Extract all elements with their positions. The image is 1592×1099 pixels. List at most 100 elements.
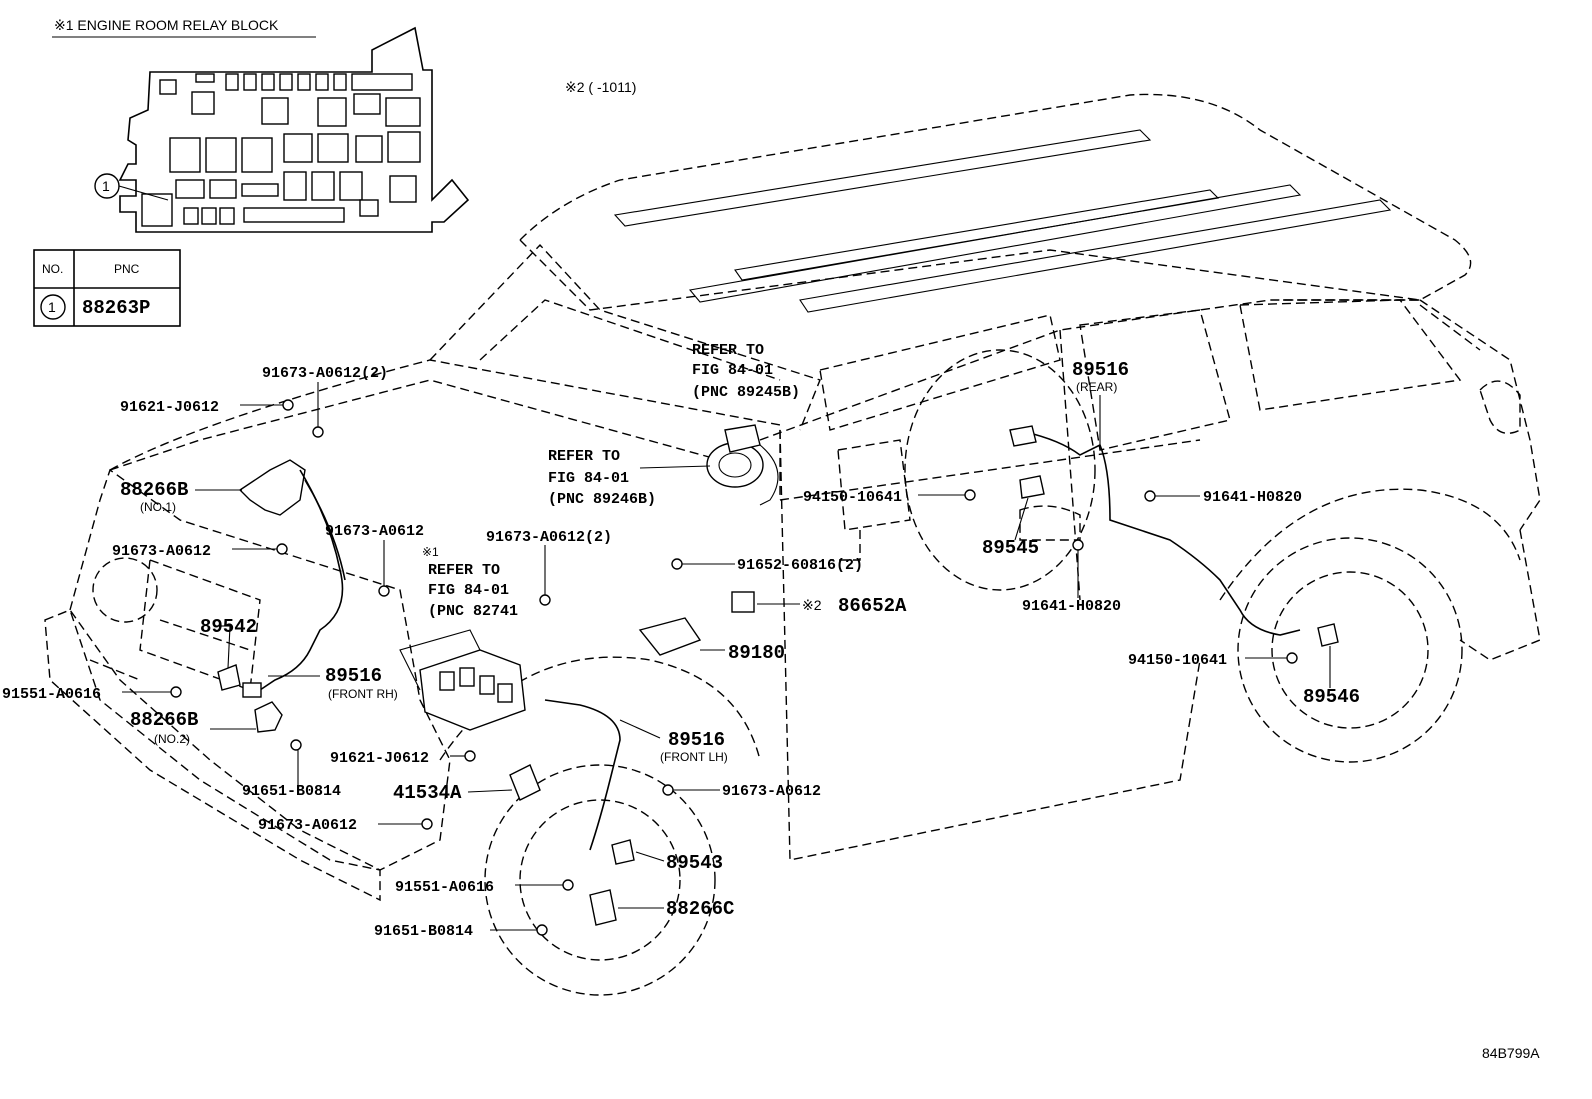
part-41534A: 41534A xyxy=(393,782,462,804)
bolt-91551-low xyxy=(562,879,574,891)
relay-slot xyxy=(339,171,363,201)
bolt-91673-low2 xyxy=(662,784,674,796)
sensor-89542 xyxy=(217,664,241,691)
relay-slot xyxy=(283,133,313,163)
bolt-91673-top xyxy=(312,426,324,438)
relay-slot xyxy=(261,73,275,91)
part-91673-A0612-2-top: 91673-A0612(2) xyxy=(262,365,388,382)
relay-slot-88263P xyxy=(141,193,173,227)
bolt-91673-left xyxy=(276,543,288,555)
relay-slot xyxy=(297,73,311,91)
relay-slot xyxy=(243,73,257,91)
part-94150-10641-top: 94150-10641 xyxy=(803,489,902,506)
part-89516-front-lh: 89516 xyxy=(668,729,725,751)
connector-89545 xyxy=(1019,475,1045,499)
ref3-line3: (PNC 82741 xyxy=(428,603,518,620)
sensor-89543 xyxy=(611,839,635,865)
part-89542: 89542 xyxy=(200,616,257,638)
harness-front-lh xyxy=(544,699,621,851)
ref2-line1: REFER TO xyxy=(548,448,620,465)
part-89180: 89180 xyxy=(728,642,785,664)
table-cell-pnc: 88263P xyxy=(82,297,150,319)
table-header-pnc: PNC xyxy=(114,262,140,276)
part-91652-60816-2: 91652-60816(2) xyxy=(737,557,863,574)
relay-slot xyxy=(283,171,307,201)
bolt-91641-top xyxy=(1144,490,1156,502)
pnc-table: NO. PNC 1 88263P xyxy=(33,249,181,327)
relay-slot xyxy=(201,207,217,225)
ref1-line1: REFER TO xyxy=(692,342,764,359)
relay-block-inset: ※1 ENGINE ROOM RELAY BLOCK xyxy=(52,17,470,233)
relay-slot xyxy=(359,199,379,217)
relay-slot xyxy=(169,137,201,173)
part-89546: 89546 xyxy=(1303,686,1360,708)
note-top: ※2 ( -1011) xyxy=(565,79,636,95)
part-89516-front-rh-note: (FRONT RH) xyxy=(328,687,398,701)
table-row-callout xyxy=(40,294,66,320)
relay-block-outline xyxy=(118,26,470,233)
part-91651-B0814-low: 91651-B0814 xyxy=(374,923,473,940)
part-91641-H0820-low: 91641-H0820 xyxy=(1022,598,1121,615)
part-91621-J0612-low: 91621-J0612 xyxy=(330,750,429,767)
part-91651-B0814-left: 91651-B0814 xyxy=(242,783,341,800)
relay-slot xyxy=(225,73,239,91)
ref2-line2: FIG 84-01 xyxy=(548,470,629,487)
spiral-cable-89245B xyxy=(706,424,779,506)
part-89516-rear-note: (REAR) xyxy=(1076,380,1117,394)
part-91673-A0612-low: 91673-A0612 xyxy=(258,817,357,834)
part-91621-J0612-top: 91621-J0612 xyxy=(120,399,219,416)
relay-slot xyxy=(191,91,215,115)
bolt-91651-left xyxy=(290,739,302,751)
ref1-line3: (PNC 89245B) xyxy=(692,384,800,401)
part-91551-A0616-left: 91551-A0616 xyxy=(2,686,101,703)
callout-1-label: 1 xyxy=(102,178,110,194)
leader-lines xyxy=(122,382,1331,931)
relay-slot xyxy=(387,131,421,163)
relay-slot xyxy=(219,207,235,225)
relay-slot xyxy=(241,137,273,173)
bolt-91621-top xyxy=(282,399,294,411)
components xyxy=(170,399,1339,936)
ref1-line2: FIG 84-01 xyxy=(692,362,773,379)
part-94150-10641-low: 94150-10641 xyxy=(1128,652,1227,669)
part-91551-A0616-low: 91551-A0616 xyxy=(395,879,494,896)
relay-slot xyxy=(183,207,199,225)
ref2-line3: (PNC 89246B) xyxy=(548,491,656,508)
bracket-88266C xyxy=(589,889,617,926)
sensor-89180 xyxy=(638,617,702,656)
relay-slot xyxy=(205,137,237,173)
ref3-line1: REFER TO xyxy=(428,562,500,579)
vehicle-outline xyxy=(44,93,1541,996)
part-89516-front-lh-note: (FRONT LH) xyxy=(660,750,728,764)
relay-slot xyxy=(279,73,293,91)
relay-slot xyxy=(333,73,347,91)
harness-rear xyxy=(1024,431,1301,636)
table-header-no: NO. xyxy=(42,262,63,276)
relay-slot xyxy=(261,97,289,125)
relay-slot xyxy=(353,93,381,115)
relay-86652A xyxy=(731,591,755,613)
bolt-91621-low xyxy=(464,750,476,762)
ref3-line2: FIG 84-01 xyxy=(428,582,509,599)
part-91673-A0612-2-mid: 91673-A0612(2) xyxy=(486,529,612,546)
bolt-91673-mid xyxy=(378,585,390,597)
bolt-91673-low xyxy=(421,818,433,830)
connector-rear-top xyxy=(1009,425,1037,447)
relay-block-title: ※1 ENGINE ROOM RELAY BLOCK xyxy=(54,17,279,33)
part-88266B-no1: 88266B xyxy=(120,479,188,501)
figure-id: 84B799A xyxy=(1482,1045,1540,1061)
part-91673-A0612-mid: 91673-A0612 xyxy=(325,523,424,540)
sensor-89546 xyxy=(1317,623,1339,647)
part-86652A: 86652A xyxy=(838,595,907,617)
bolt-91651-low xyxy=(536,924,548,936)
part-88266C: 88266C xyxy=(666,898,734,920)
bracket-41534A xyxy=(509,764,541,801)
part-91673-A0612-left: 91673-A0612 xyxy=(112,543,211,560)
nut-94150-low xyxy=(1286,652,1298,664)
ref3-marker: ※1 xyxy=(422,545,439,559)
harness-front-rh-b xyxy=(304,479,346,581)
labels: ※2 ( -1011) REFER TO FIG 84-01 (PNC 8924… xyxy=(2,79,1540,1061)
relay-slot xyxy=(317,97,347,127)
